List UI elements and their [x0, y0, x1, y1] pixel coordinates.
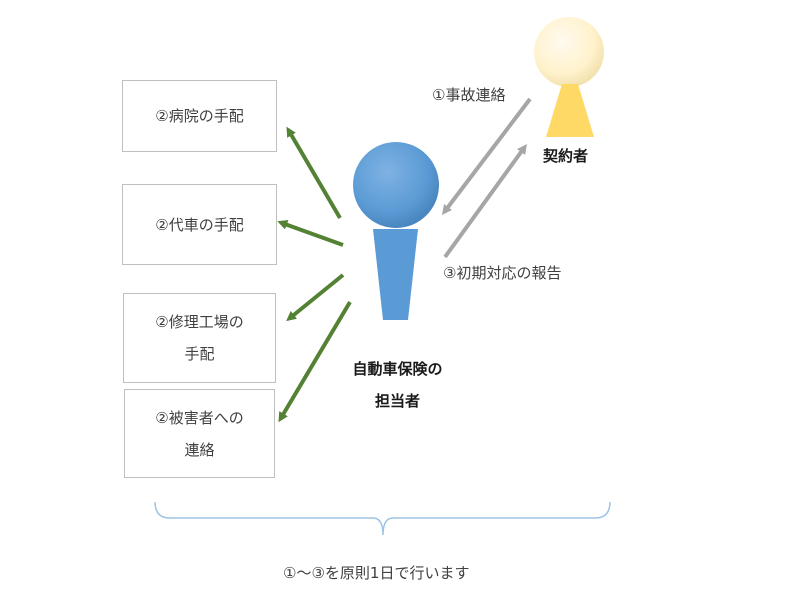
policyholder-figure-icon [534, 17, 604, 137]
step3-label: ③初期対応の報告 [443, 264, 562, 282]
task-label: ②代車の手配 [155, 215, 244, 234]
task-box-repair-shop: ②修理工場の 手配 [123, 293, 276, 383]
task-label: ②修理工場の [155, 313, 244, 331]
task-box-hospital: ②病院の手配 [122, 80, 277, 152]
agent-figure-icon [353, 142, 439, 320]
gray-arrows [441, 97, 532, 259]
brace [154, 501, 611, 536]
task-box-rental-car: ②代車の手配 [122, 184, 277, 265]
task-box-victim-contact: ②被害者への 連絡 [124, 389, 275, 478]
task-label-line2: 連絡 [184, 440, 215, 459]
agent-label-line1: 自動車保険の [352, 360, 443, 378]
task-label-line2: 手配 [184, 345, 215, 363]
task-label: ②被害者への [155, 408, 244, 427]
green-arrows [277, 126, 352, 423]
step1-label: ①事故連絡 [432, 86, 506, 104]
policyholder-label: 契約者 [543, 147, 589, 165]
footer-note: ①～③を原則1日で行います [283, 564, 470, 582]
agent-label-line2: 担当者 [374, 392, 420, 410]
task-label: ②病院の手配 [155, 107, 244, 125]
agent-label: 自動車保険の 担当者 [340, 353, 455, 417]
